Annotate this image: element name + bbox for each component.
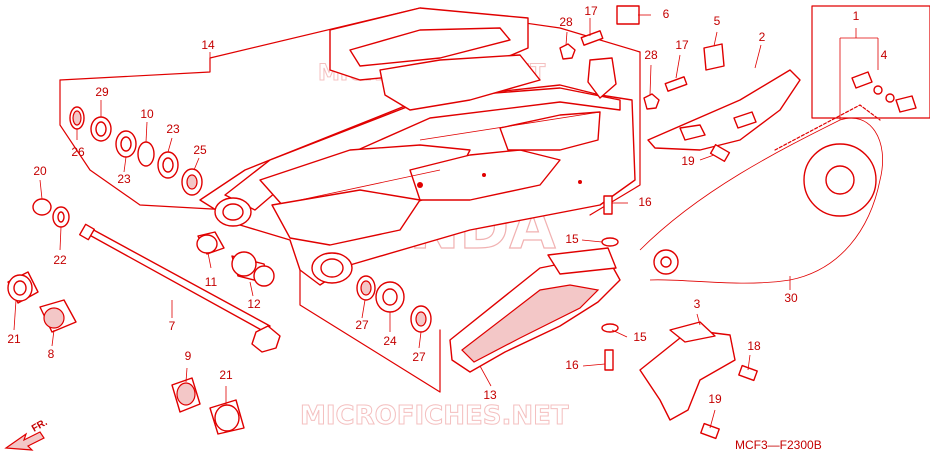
callout-26[interactable]: 26 — [71, 145, 85, 159]
callout-17-lower[interactable]: 17 — [675, 38, 689, 52]
callout-21-lower[interactable]: 21 — [219, 368, 233, 382]
callout-6[interactable]: 6 — [663, 7, 670, 21]
front-direction-label: FR. — [30, 417, 50, 435]
callout-15-lower[interactable]: 15 — [633, 330, 647, 344]
callout-2[interactable]: 2 — [759, 30, 766, 44]
callout-3[interactable]: 3 — [694, 297, 701, 311]
callout-23-upper[interactable]: 23 — [166, 122, 180, 136]
callout-17-upper[interactable]: 17 — [584, 4, 598, 18]
callout-21-left[interactable]: 21 — [7, 332, 21, 346]
callout-28-upper[interactable]: 28 — [559, 15, 573, 29]
callout-7[interactable]: 7 — [169, 319, 176, 333]
callout-10[interactable]: 10 — [140, 107, 154, 121]
callout-19-upper[interactable]: 19 — [681, 154, 695, 168]
callout-4[interactable]: 4 — [881, 48, 888, 62]
callout-24[interactable]: 24 — [383, 334, 397, 348]
leader-lines — [13, 14, 879, 429]
callout-5[interactable]: 5 — [714, 14, 721, 28]
callout-14[interactable]: 14 — [201, 38, 215, 52]
callout-15-upper[interactable]: 15 — [565, 232, 579, 246]
chain-case — [647, 69, 801, 151]
callout-20[interactable]: 20 — [33, 164, 47, 178]
master-link-detail — [811, 5, 930, 119]
callout-9[interactable]: 9 — [185, 349, 192, 363]
drawing-code: MCF3—F2300B — [735, 438, 822, 452]
callout-27-left[interactable]: 27 — [355, 318, 369, 332]
callout-16-upper[interactable]: 16 — [638, 195, 652, 209]
small-hardware — [559, 5, 758, 440]
pivot-axle — [78, 223, 281, 353]
front-direction-arrow: FR. — [4, 417, 50, 451]
callout-16-lower[interactable]: 16 — [565, 358, 579, 372]
callout-27-right[interactable]: 27 — [412, 350, 426, 364]
drive-chain — [639, 104, 883, 284]
callout-28-lower[interactable]: 28 — [644, 48, 658, 62]
watermark-site-bottom: MICROFICHES.NET — [300, 401, 569, 431]
pivot-bearings-left — [32, 106, 203, 228]
chain-guide-plate — [639, 321, 736, 421]
collars — [196, 231, 275, 287]
callout-8[interactable]: 8 — [48, 347, 55, 361]
callout-12[interactable]: 12 — [247, 297, 261, 311]
swingarm-frame — [199, 7, 636, 286]
callout-23-lower[interactable]: 23 — [117, 172, 131, 186]
callout-11[interactable]: 11 — [205, 275, 218, 289]
threaded-bushing-lower — [171, 377, 245, 435]
adjusting-nut-left — [7, 271, 77, 333]
chain-slider — [449, 247, 621, 373]
callout-22[interactable]: 22 — [53, 253, 67, 267]
callout-25[interactable]: 25 — [193, 143, 207, 157]
callout-18[interactable]: 18 — [747, 339, 761, 353]
part-callouts: 1 2 3 4 5 6 7 8 9 10 11 12 13 14 15 15 1… — [7, 4, 887, 406]
callout-13[interactable]: 13 — [483, 388, 497, 402]
callout-1[interactable]: 1 — [853, 9, 860, 23]
callout-19-lower[interactable]: 19 — [708, 392, 722, 406]
callout-30[interactable]: 30 — [784, 291, 798, 305]
pivot-bearings-right — [356, 275, 432, 333]
callout-29[interactable]: 29 — [95, 85, 109, 99]
